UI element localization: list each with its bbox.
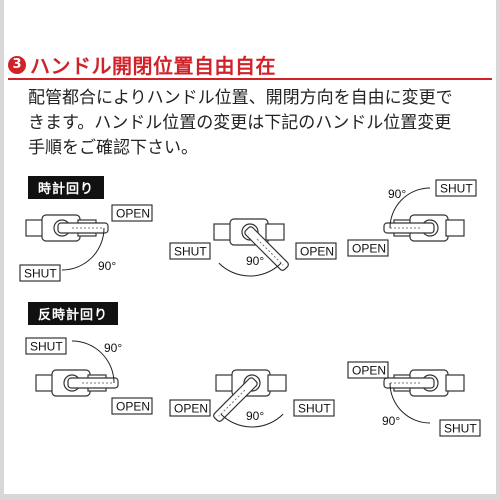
angle-label: 90° [98, 259, 116, 273]
shut-label-box [25, 337, 67, 355]
ccw-diagram-3: OPEN SHUT 90° [347, 361, 481, 437]
description-line: 配管都合によりハンドル位置、開閉方向を自由に変更で [28, 88, 453, 108]
frame-left-border [0, 0, 4, 500]
angle-label: 90° [246, 409, 264, 423]
open-label: OPEN [174, 402, 208, 416]
valve-end-right [265, 223, 285, 241]
shut-label-box [169, 242, 211, 260]
handle-lever [67, 377, 119, 389]
rotation-arc [389, 382, 431, 424]
open-label: OPEN [116, 400, 150, 414]
shut-label-box [439, 419, 481, 437]
valve-end-left [25, 219, 45, 237]
handle-lever [383, 377, 435, 389]
open-label-box [347, 361, 389, 379]
handle-lever [244, 226, 289, 271]
cw-diagram-3: SHUT OPEN 90° [347, 179, 477, 257]
open-label-box [347, 239, 389, 257]
handle-lever [57, 222, 109, 234]
shut-label: SHUT [24, 267, 57, 281]
valve-end-right [267, 374, 287, 392]
rotation-arc [71, 340, 115, 384]
section-title: ハンドル開閉位置自由自在 [30, 54, 276, 78]
shut-label: SHUT [440, 182, 473, 196]
open-label-box [111, 204, 153, 222]
shut-label: SHUT [298, 402, 331, 416]
handle-lever [213, 377, 258, 422]
cw-diagram-2: SHUT OPEN 90° [169, 218, 337, 277]
handle-lever [383, 222, 435, 234]
shut-label-box [293, 399, 335, 417]
clockwise-label: 時計回り [28, 176, 105, 199]
frame-bottom-border [0, 494, 500, 500]
header-divider [8, 78, 492, 80]
handle-bar [383, 222, 435, 234]
cw-diagram-1: OPEN SHUT 90° [19, 204, 153, 282]
rotation-arc [61, 227, 105, 271]
ccw-diagram-1: SHUT OPEN 90° [25, 337, 153, 415]
valve-end-left [35, 374, 55, 392]
open-label: OPEN [116, 207, 150, 221]
frame-right-border [496, 0, 500, 500]
rotation-arc [220, 413, 284, 428]
section-header: 3 ハンドル開閉位置自由自在 [8, 50, 276, 79]
handle-bar [67, 377, 119, 389]
handle-bar [57, 222, 109, 234]
description-line: 手順をご確認下さい。 [28, 138, 198, 158]
open-label-box [169, 399, 211, 417]
rotation-arc [389, 187, 431, 229]
valve-end-right [445, 219, 465, 237]
open-label-box [111, 397, 153, 415]
handle-bar [383, 377, 435, 389]
valve-end-right [445, 374, 465, 392]
open-label: OPEN [352, 364, 386, 378]
valve-end-left [215, 374, 235, 392]
counterclockwise-label: 反時計回り [28, 302, 119, 325]
shut-label: SHUT [30, 340, 63, 354]
shut-label: SHUT [174, 245, 207, 259]
rotation-arc [218, 262, 282, 277]
description-line: きます。ハンドル位置の変更は下記のハンドル位置変更 [28, 113, 452, 133]
angle-label: 90° [246, 254, 264, 268]
angle-label: 90° [104, 341, 122, 355]
angle-label: 90° [382, 414, 400, 428]
description-text: 配管都合によりハンドル位置、開閉方向を自由に変更で きます。ハンドル位置の変更は… [28, 86, 490, 161]
open-label-box [295, 242, 337, 260]
shut-label-box [19, 264, 61, 282]
ccw-diagram-2: OPEN SHUT 90° [169, 369, 335, 428]
valve-end-left [213, 223, 233, 241]
open-label: OPEN [300, 245, 334, 259]
angle-label: 90° [388, 187, 406, 201]
open-label: OPEN [352, 242, 386, 256]
step-number-badge: 3 [8, 55, 26, 74]
shut-label-box [435, 179, 477, 197]
shut-label: SHUT [444, 422, 477, 436]
